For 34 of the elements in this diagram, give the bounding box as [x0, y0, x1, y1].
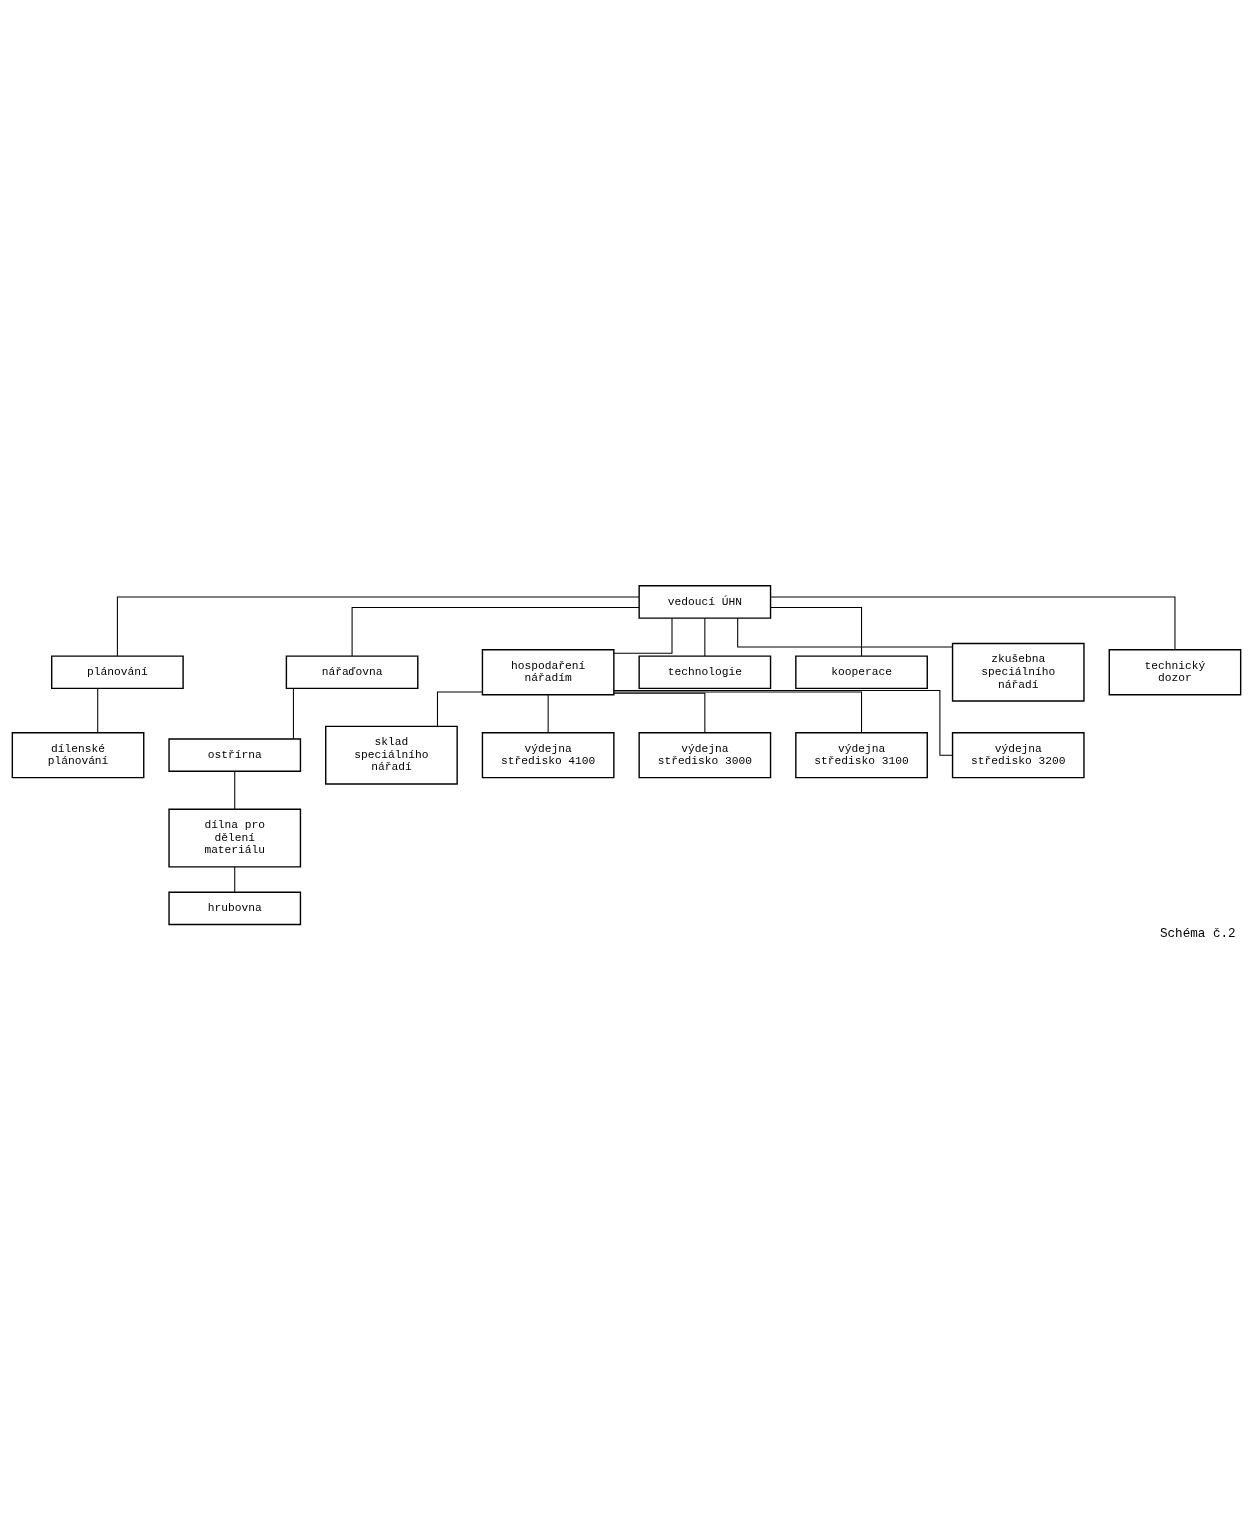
- connector: [770, 596, 1176, 651]
- connector: [613, 692, 706, 733]
- node-box: technický dozor: [1108, 649, 1242, 696]
- node-box: zkušebna speciálního nářadí: [951, 642, 1085, 702]
- connector: [613, 617, 673, 654]
- node-box: vedoucí ÚHN: [638, 585, 772, 619]
- connector: [436, 691, 483, 727]
- node-box: nářaďovna: [285, 655, 419, 690]
- connector: [547, 694, 549, 734]
- node-box: sklad speciálního nářadí: [325, 725, 458, 785]
- connector: [704, 617, 706, 657]
- node-box: technologie: [638, 655, 772, 690]
- connector: [613, 690, 953, 756]
- connector: [116, 596, 640, 657]
- caption: Schéma č.2: [1159, 926, 1236, 942]
- node-box: výdejna středisko 3100: [795, 731, 928, 779]
- node-box: kooperace: [795, 655, 928, 690]
- connector: [97, 687, 99, 733]
- connector: [292, 687, 294, 740]
- connector: [234, 770, 236, 810]
- node-box: plánování: [51, 655, 184, 690]
- node-box: výdejna středisko 4100: [481, 731, 615, 779]
- node-box: výdejna středisko 3000: [638, 731, 772, 779]
- node-box: výdejna středisko 3200: [951, 731, 1085, 779]
- node-box: dílenské plánování: [11, 731, 145, 779]
- connector: [770, 607, 863, 657]
- connector: [613, 691, 863, 734]
- connector: [737, 617, 953, 648]
- node-box: hrubovna: [168, 891, 302, 926]
- connector: [351, 607, 640, 657]
- node-box: hospodaření nářadím: [481, 649, 615, 696]
- connector: [234, 866, 236, 893]
- node-box: dílna pro dělení materiálu: [168, 808, 302, 868]
- node-box: ostřírna: [168, 738, 302, 773]
